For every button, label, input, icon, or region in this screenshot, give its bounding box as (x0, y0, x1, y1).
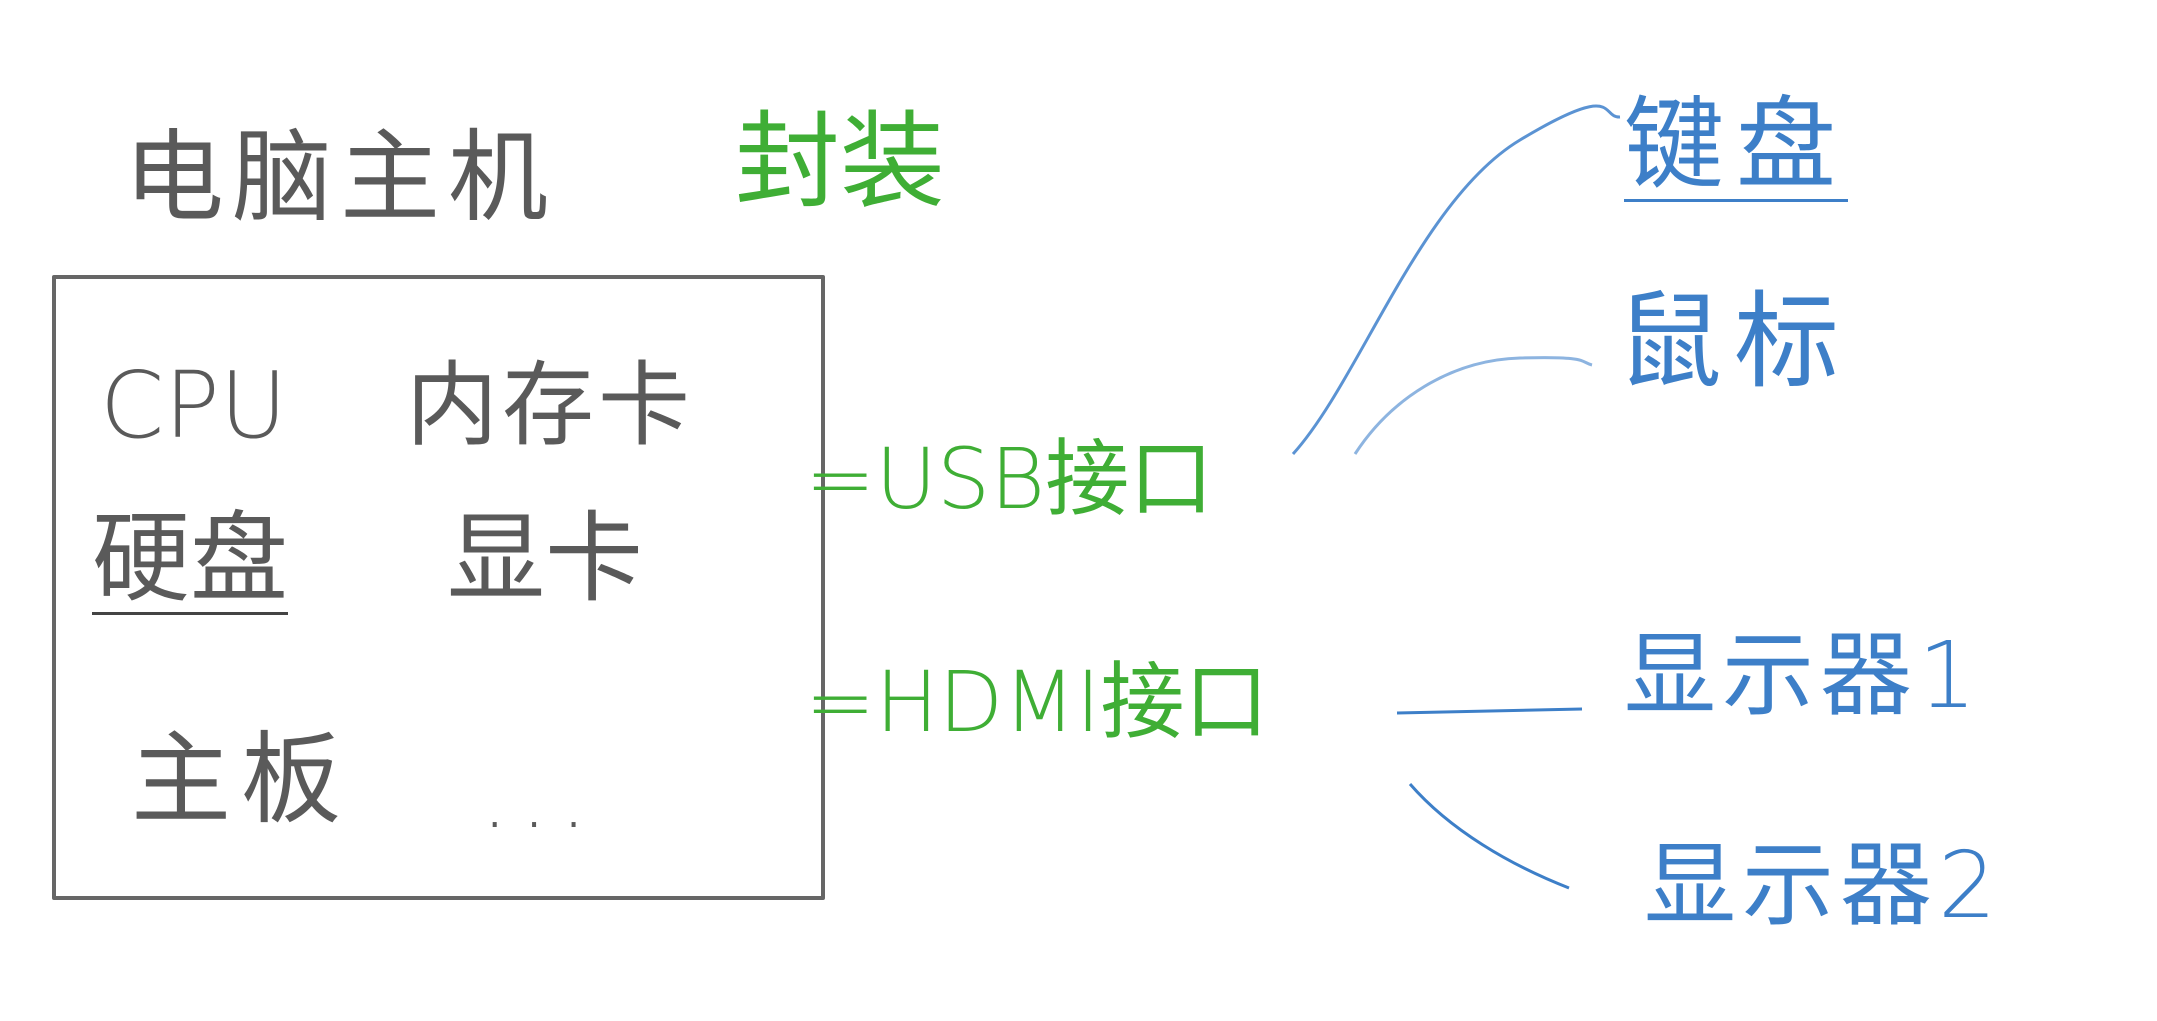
component-graphics-card: 显卡 (447, 502, 644, 616)
hdmi-to-monitor2-line (1408, 783, 1570, 890)
component-hard-disk: 硬盘 (92, 502, 289, 616)
device-monitor-1: 显示器1 (1624, 622, 1983, 729)
usb-to-mouse-line (1353, 356, 1593, 455)
component-motherboard: 主板 (131, 721, 351, 838)
component-cpu: CPU (100, 352, 288, 459)
component-memory: 内存卡 (406, 352, 695, 459)
device-keyboard: 键盘 (1624, 86, 1848, 203)
host-box (52, 275, 825, 900)
usb-interface: =USB接口 (805, 430, 1214, 528)
hdmi-interface: =HDMI接口 (805, 653, 1269, 751)
component-more: ... (482, 753, 601, 846)
device-mouse: 鼠标 (1617, 281, 1852, 403)
device-monitor-2: 显示器2 (1644, 832, 2003, 939)
hdmi-to-monitor1-line (1396, 707, 1583, 715)
encapsulation-label: 封装 (735, 101, 946, 223)
usb-to-keyboard-line (1291, 104, 1621, 456)
host-title: 电脑主机 (124, 119, 556, 236)
